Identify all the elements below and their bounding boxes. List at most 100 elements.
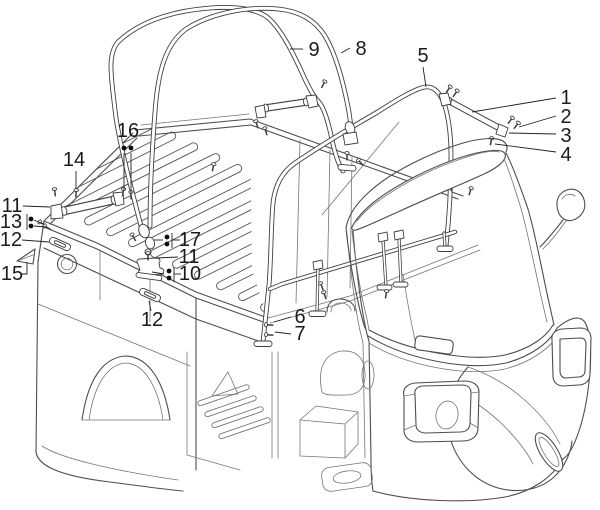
- bed-slats-part-10: [216, 218, 268, 291]
- callout-label-10: 10: [179, 263, 201, 285]
- hook-rod-3: [392, 229, 409, 288]
- latch-bracket-upper: [49, 236, 71, 252]
- latch-bracket-lower: [139, 287, 161, 303]
- floor-treads: [197, 384, 271, 440]
- bed-side-rail-band-part-2: [138, 124, 459, 200]
- side-rail-part-2: [268, 230, 457, 291]
- canopy-frame: [36, 5, 522, 347]
- fuel-cap: [56, 253, 78, 275]
- bed-side-rail-band-part-3: [140, 113, 250, 126]
- hook-rod-1-part-3: [312, 259, 324, 271]
- floor-treads-part-2: [204, 395, 257, 418]
- strut-1: [438, 92, 509, 138]
- fastener-dot: [166, 268, 172, 274]
- bed-slats-part-8: [172, 196, 268, 269]
- screws-part-15: [487, 135, 496, 147]
- callout-12: 12: [0, 229, 50, 251]
- right-pivot-cluster-part-3: [337, 163, 357, 172]
- hook-rod-3-part-2: [398, 237, 402, 284]
- latch-bracket-lower-part-2: [143, 291, 157, 299]
- bed-slats-part-12: [260, 239, 268, 312]
- callout-12: 12: [141, 300, 163, 331]
- front-fender-part-5: [538, 436, 560, 468]
- roof-and-pillars-part-2: [356, 151, 500, 222]
- gusset-bracket: [16, 248, 36, 265]
- strut-14-part-5: [50, 203, 64, 220]
- headlight-pocket-right-part-2: [559, 337, 587, 379]
- cowl-part-2: [367, 327, 558, 367]
- callout-label-13: 13: [0, 211, 22, 233]
- callout-15: 15: [1, 262, 28, 285]
- strut-14-part-6: [112, 191, 125, 207]
- headlight-pocket-left-part-3: [403, 391, 480, 431]
- headlight-pocket-left-part-4: [435, 400, 459, 430]
- strut-1-part-5: [438, 92, 452, 107]
- cowl-part-3: [368, 330, 562, 372]
- callout-label-4: 4: [560, 144, 571, 166]
- callout-11: 11: [2, 195, 51, 217]
- battery-box-part-2: [299, 411, 359, 459]
- floor-mat-part-2: [332, 470, 362, 484]
- leader-line: [422, 66, 427, 88]
- strut-1-part-6: [495, 123, 509, 138]
- a-pillars-part-3: [505, 152, 555, 326]
- strut-14-part-2: [60, 196, 118, 215]
- bed-side-panel-part-2: [41, 445, 179, 481]
- callout-6: 6: [273, 306, 306, 328]
- grab-handle: [326, 298, 356, 313]
- callout-8: 8: [340, 38, 367, 60]
- leader-line: [471, 97, 557, 113]
- hook-rod-4-part-2: [443, 232, 446, 248]
- callout-14: 14: [63, 149, 85, 189]
- hook-rod-1-part-4: [308, 310, 327, 317]
- headlight-pocket-right-part-1: [551, 327, 592, 387]
- bed-side-panel: [35, 253, 197, 492]
- cowl: [367, 324, 562, 372]
- bed-side-panel-part-1: [35, 261, 184, 492]
- bow-5: [253, 84, 454, 347]
- roof-lens: [351, 149, 506, 231]
- front-hoop-part-2: [109, 5, 345, 228]
- hook-rod-3-part-3: [393, 229, 405, 241]
- screws-part-10: [263, 331, 275, 339]
- callout-1: 1: [471, 87, 572, 113]
- hook-rod-1: [308, 259, 327, 317]
- leader-line: [151, 271, 165, 275]
- windshield-top-frame: [345, 138, 508, 229]
- fastener-dot: [28, 216, 34, 222]
- fastener-dot: [121, 145, 127, 151]
- front-fender-part-2: [467, 366, 561, 445]
- screws-part-26: [382, 288, 390, 300]
- callout-label-9: 9: [308, 39, 319, 61]
- cab-bottom-edge: [372, 458, 564, 502]
- gusset-bracket-part-2: [19, 254, 34, 261]
- callout-3: 3: [508, 125, 572, 147]
- fastener-dot: [28, 223, 34, 229]
- headlight-pocket-left: [403, 380, 480, 443]
- leader-line: [273, 316, 292, 323]
- hook-rod-2-part-3: [377, 231, 389, 243]
- cab-interior-part-2: [186, 351, 241, 471]
- mirror-part-3: [539, 219, 564, 248]
- bed-side-panel-part-9: [60, 257, 74, 271]
- callout-label-11: 11: [179, 246, 200, 268]
- right-pivot-cluster: [337, 121, 359, 172]
- mirror-part-4: [542, 220, 567, 250]
- callout-5: 5: [417, 45, 429, 88]
- callout-label-15: 15: [1, 263, 23, 285]
- callout-label-12: 12: [0, 229, 22, 251]
- hook-rod-2: [376, 231, 393, 291]
- bow-5-part-2: [261, 85, 453, 344]
- screws-part-22: [466, 185, 475, 197]
- callout-label-8: 8: [355, 38, 366, 60]
- seat: [320, 350, 366, 396]
- wheel-arch: [81, 355, 171, 421]
- floor-treads-part-4: [218, 417, 271, 440]
- screws-part-14: [511, 119, 522, 131]
- badge-slot: [414, 335, 454, 355]
- strut-top-part-6: [305, 94, 319, 109]
- bed-side-rail-band: [134, 113, 464, 200]
- fastener-dot: [164, 241, 170, 247]
- leader-line: [21, 239, 50, 243]
- a-pillars-part-4: [503, 158, 548, 323]
